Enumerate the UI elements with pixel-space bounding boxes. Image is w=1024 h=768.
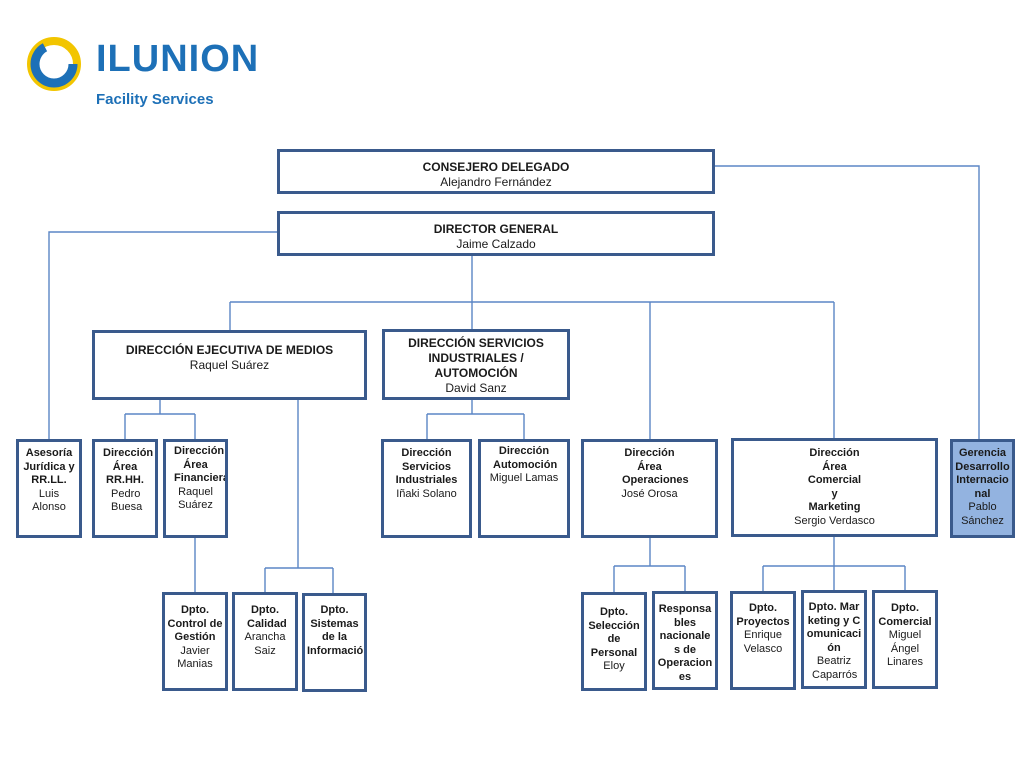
box-person: Pedro Buesa (111, 487, 143, 514)
box-director-general: DIRECTOR GENERAL Jaime Calzado (277, 211, 715, 256)
box-responsables-operaciones: Responsables nacionales de Operaciones (652, 591, 718, 690)
box-title: Asesoría Jurídica y RR.LL. (23, 447, 75, 486)
box-person: Alejandro Fernández (440, 175, 552, 189)
logo-subtitle: Facility Services (96, 91, 214, 108)
box-person: Raquel Suárez (189, 358, 270, 372)
box-person: Javier Manias (177, 644, 213, 671)
box-direccion-financiera: Dirección Área Financiera Raquel Suárez (163, 439, 228, 538)
box-direccion-rrhh: Dirección Área RR.HH. Pedro Buesa (92, 439, 158, 538)
box-title: Dirección Área Operaciones (622, 447, 689, 486)
logo-brand: ILUNION (96, 38, 260, 80)
box-title: DIRECTOR GENERAL (433, 222, 559, 236)
box-title: Dirección Automoción (493, 445, 558, 471)
ilunion-logo: ILUNION Facility Services (24, 30, 264, 115)
box-person: Jaime Calzado (456, 237, 536, 251)
box-title: Dirección Área Comercial y Marketing (807, 447, 862, 513)
box-title: Dirección Servicios Industriales (395, 447, 458, 486)
box-person: Raquel Suárez (178, 485, 213, 512)
box-dpto-comercial: Dpto. Comercial Miguel Ángel Linares (872, 590, 938, 689)
box-person: Miguel Ángel Linares (886, 629, 924, 668)
box-direccion-automocion: Dirección Automoción Miguel Lamas (478, 439, 570, 538)
box-direccion-medios: DIRECCIÓN EJECUTIVA DE MEDIOS Raquel Suá… (92, 330, 367, 400)
box-dpto-marketing: Dpto. Marketing y Comunicación Beatriz C… (801, 590, 867, 689)
box-direccion-comercial: Dirección Área Comercial y Marketing Ser… (731, 438, 938, 537)
box-title: DIRECCIÓN EJECUTIVA DE MEDIOS (125, 343, 334, 357)
box-person: Miguel Lamas (489, 472, 559, 484)
box-person: Eloy (603, 660, 625, 672)
box-dpto-control-gestion: Dpto. Control de Gestión Javier Manias (162, 592, 228, 691)
logo-ring-icon (27, 37, 81, 91)
box-consejero-delegado: CONSEJERO DELEGADO Alejandro Fernández (277, 149, 715, 194)
box-title: Dpto. Proyectos (736, 602, 790, 628)
box-title: DIRECCIÓN SERVICIOS INDUSTRIALES / AUTOM… (408, 336, 544, 380)
box-title: Dirección Área RR.HH. (103, 447, 154, 486)
box-person: Sergio Verdasco (794, 514, 875, 527)
box-title: Dpto. Control de Gestión (167, 604, 223, 643)
box-title: Dpto. Marketing y Comunicación (806, 601, 862, 654)
box-dpto-proyectos: Dpto. Proyectos Enrique Velasco (730, 591, 796, 690)
box-person: David Sanz (445, 381, 507, 395)
box-person: Pablo Sánchez (961, 501, 1004, 527)
box-title: Dpto. Selección de Personal (588, 606, 640, 659)
box-title: Gerencia Desarrollo Internacional (955, 447, 1010, 500)
box-person: Enrique Velasco (743, 629, 783, 655)
box-person: José Orosa (621, 487, 678, 500)
box-person: Arancha Saiz (244, 631, 286, 657)
box-title: Responsables nacionales de Operaciones (657, 603, 713, 683)
box-dpto-seleccion-personal: Dpto. Selección de Personal Eloy (581, 592, 647, 691)
box-gerencia-internacional: Gerencia Desarrollo Internacional Pablo … (950, 439, 1015, 538)
box-direccion-servicios-industriales: Dirección Servicios Industriales Iñaki S… (381, 439, 472, 538)
box-dpto-sistemas: Dpto. Sistemas de la Información (302, 593, 367, 692)
box-person: Iñaki Solano (396, 487, 457, 500)
box-person: Luis Alonso (32, 487, 66, 514)
box-title: Dpto. Calidad (247, 604, 287, 630)
box-title: Dpto. Comercial (878, 602, 932, 628)
box-title: CONSEJERO DELEGADO (422, 160, 570, 174)
box-title: Dpto. Sistemas de la Información (307, 604, 367, 657)
box-asesoria-juridica: Asesoría Jurídica y RR.LL. Luis Alonso (16, 439, 82, 538)
box-direccion-industriales: DIRECCIÓN SERVICIOS INDUSTRIALES / AUTOM… (382, 329, 570, 400)
box-dpto-calidad: Dpto. Calidad Arancha Saiz (232, 592, 298, 691)
box-direccion-operaciones: Dirección Área Operaciones José Orosa (581, 439, 718, 538)
box-title: Dirección Área Financiera (174, 445, 228, 484)
box-person: Beatriz Caparrós (812, 655, 858, 681)
